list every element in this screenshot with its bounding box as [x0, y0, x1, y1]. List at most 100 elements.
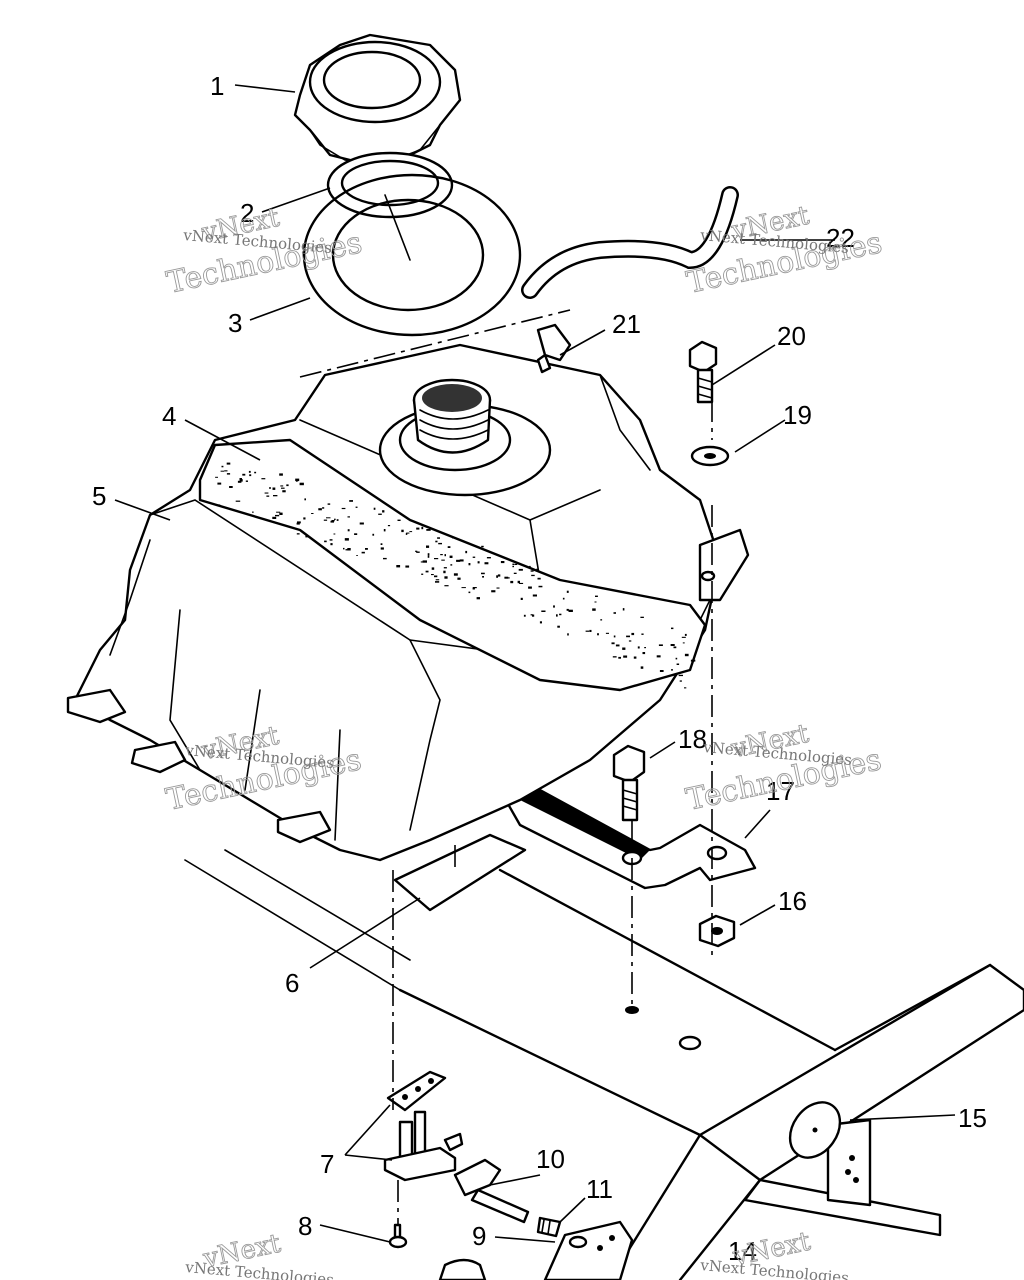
- bolt-18: [612, 744, 646, 822]
- foam-texture-dot: [324, 540, 327, 543]
- foam-texture-dot: [562, 597, 565, 600]
- foam-texture-dot: [496, 587, 500, 589]
- foam-texture-dot: [276, 511, 281, 513]
- foam-texture-dot: [468, 591, 471, 594]
- screw-8: [388, 1223, 408, 1249]
- foam-texture-dot: [383, 529, 386, 532]
- foam-texture-dot: [361, 551, 365, 554]
- foam-texture-dot: [281, 487, 285, 489]
- foam-texture-dot: [613, 635, 616, 638]
- foam-texture-dot: [640, 666, 644, 669]
- foam-texture-dot: [675, 657, 678, 660]
- foam-texture-dot: [279, 512, 283, 515]
- foam-texture-dot: [671, 669, 673, 671]
- foam-texture-dot: [443, 570, 446, 574]
- foam-texture-dot: [449, 555, 453, 558]
- foam-texture-dot: [457, 577, 461, 580]
- foam-texture-dot: [427, 555, 430, 558]
- foam-texture-dot: [347, 516, 350, 518]
- foam-texture-dot: [514, 563, 518, 565]
- callout-15: 15: [958, 1103, 987, 1133]
- foam-texture-dot: [303, 517, 306, 520]
- foam-texture-dot: [566, 608, 569, 611]
- foam-texture-dot: [622, 647, 626, 650]
- foam-texture-dot: [434, 558, 439, 560]
- foam-texture-dot: [215, 476, 218, 478]
- foam-texture-dot: [333, 533, 336, 535]
- foam-texture-dot: [684, 633, 687, 636]
- foam-texture-dot: [566, 590, 569, 593]
- foam-texture-dot: [530, 570, 534, 572]
- foam-texture-dot: [396, 565, 401, 568]
- foam-texture-dot: [421, 526, 424, 530]
- foam-texture-dot: [615, 644, 620, 647]
- foam-texture-dot: [641, 633, 644, 635]
- foam-texture-dot: [497, 574, 501, 577]
- foam-texture-dot: [245, 480, 248, 482]
- foam-texture-dot: [327, 503, 331, 505]
- foam-texture-dot: [382, 510, 385, 513]
- foam-texture-dot: [330, 520, 334, 523]
- callout-22: 22: [826, 223, 855, 253]
- foam-texture-dot: [612, 656, 617, 658]
- foam-texture-dot: [631, 632, 635, 636]
- foam-texture-dot: [459, 559, 464, 562]
- foam-texture-dot: [401, 529, 404, 533]
- foam-texture-dot: [642, 652, 646, 655]
- foam-texture-dot: [450, 564, 453, 566]
- foam-texture-dot: [453, 573, 458, 576]
- foam-texture-dot: [597, 633, 599, 636]
- foam-texture-dot: [406, 532, 410, 534]
- foam-texture-dot: [336, 519, 339, 521]
- foam-texture-dot: [557, 625, 560, 628]
- foam-texture-dot: [520, 597, 523, 600]
- foam-texture-dot: [405, 565, 410, 568]
- foam-texture-dot: [345, 549, 349, 551]
- foam-texture-dot: [452, 536, 455, 539]
- foam-texture-dot: [531, 574, 535, 577]
- foam-texture-dot: [536, 568, 539, 571]
- foam-texture-dot: [252, 511, 254, 513]
- foam-texture-dot: [297, 521, 301, 524]
- tank-mount-bracket: [498, 775, 757, 890]
- foam-texture-dot: [235, 500, 241, 502]
- callout-14: 14: [728, 1236, 757, 1266]
- foam-texture-dot: [295, 478, 300, 482]
- foam-texture-dot: [425, 570, 429, 573]
- foam-texture-dot: [296, 522, 300, 525]
- valve-spring: [536, 1216, 562, 1238]
- foam-texture-dot: [444, 554, 446, 557]
- foam-texture-dot: [330, 543, 333, 546]
- foam-texture-dot: [421, 573, 424, 575]
- foam-texture-dot: [248, 470, 251, 473]
- foam-texture-dot: [568, 609, 573, 612]
- foam-texture-dot: [359, 522, 364, 525]
- foam-texture-dot: [567, 633, 569, 636]
- foam-texture-dot: [344, 538, 349, 541]
- foam-texture-dot: [387, 525, 391, 527]
- foam-texture-dot: [372, 533, 375, 536]
- foam-texture-dot: [380, 547, 384, 550]
- foam-texture-dot: [472, 556, 476, 558]
- foam-texture-dot: [226, 473, 231, 475]
- foam-texture-dot: [279, 473, 283, 476]
- foam-texture-dot: [286, 484, 289, 487]
- foam-texture-dot: [296, 533, 300, 535]
- callout-20: 20: [777, 321, 806, 351]
- foam-texture-dot: [422, 560, 427, 563]
- foam-texture-dot: [482, 576, 484, 578]
- foam-texture-dot: [539, 621, 542, 624]
- foam-texture-dot: [611, 642, 615, 645]
- foam-texture-dot: [461, 587, 466, 589]
- foam-texture-dot: [671, 627, 674, 630]
- foam-texture-dot: [512, 563, 515, 566]
- foam-texture-dot: [383, 557, 387, 560]
- foam-texture-dot: [349, 500, 353, 502]
- foam-texture-dot: [481, 572, 485, 575]
- callout-19: 19: [783, 400, 812, 430]
- foam-texture-dot: [530, 614, 533, 616]
- foam-texture-dot: [512, 565, 514, 568]
- callout-11: 11: [586, 1174, 613, 1204]
- foam-texture-dot: [280, 485, 284, 487]
- foam-texture-dot: [329, 539, 333, 541]
